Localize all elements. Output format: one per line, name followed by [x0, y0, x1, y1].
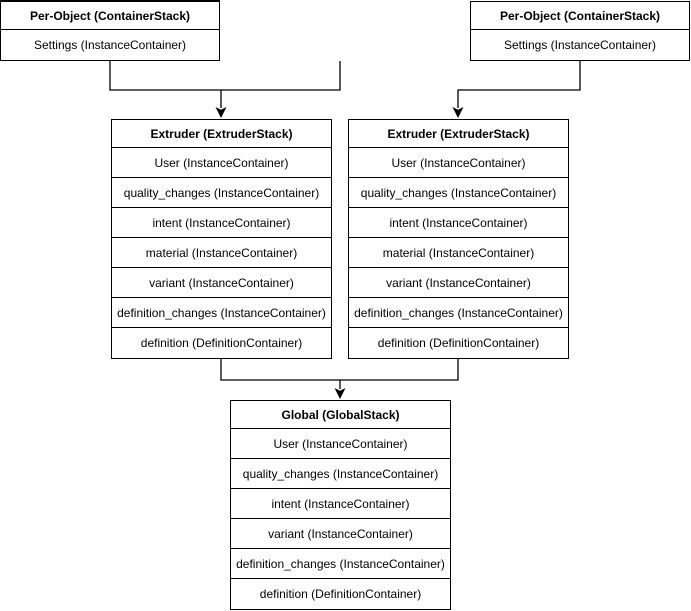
container-row: definition (DefinitionContainer) [259, 587, 422, 601]
container-row: intent (InstanceContainer) [112, 208, 331, 238]
container-row: intent (InstanceContainer) [231, 489, 450, 519]
container-row: quality_changes (InstanceContainer) [112, 178, 331, 208]
container-row: quality_changes (InstanceContainer) [231, 459, 450, 489]
container-row: User (InstanceContainer) [112, 148, 331, 178]
arrowhead-down-icon [452, 107, 464, 118]
container-row: User (InstanceContainer) [231, 429, 450, 459]
connector-extruder2-to-global [340, 359, 459, 381]
container-row: quality_changes (InstanceContainer) [349, 178, 568, 208]
container-row: variant (InstanceContainer) [231, 519, 450, 549]
connector-perobject2-to-extruder1 [221, 61, 341, 91]
stack-title: Extruder (ExtruderStack) [112, 120, 331, 148]
per-object-stack-3: Per-Object (ContainerStack) Settings (In… [470, 1, 690, 61]
global-stack: Global (GlobalStack) User (InstanceConta… [230, 400, 451, 610]
arrowhead-down-icon [334, 388, 346, 399]
stack-title: Per-Object (ContainerStack) [471, 2, 689, 30]
arrowhead-down-icon [215, 107, 227, 118]
container-row: User (InstanceContainer) [349, 148, 568, 178]
container-row: variant (InstanceContainer) [349, 268, 568, 298]
connector-perobject1-to-extruder1 [109, 61, 222, 108]
stack-title: Global (GlobalStack) [231, 401, 450, 429]
container-row: intent (InstanceContainer) [349, 208, 568, 238]
extruder-stack-2: Extruder (ExtruderStack) User (InstanceC… [348, 119, 569, 359]
container-row: variant (InstanceContainer) [112, 268, 331, 298]
container-row: material (InstanceContainer) [349, 238, 568, 268]
container-row: definition_changes (InstanceContainer) [349, 298, 568, 328]
per-object-stack-2: Per-Object (ContainerStack) Settings (In… [0, 1, 220, 61]
extruder-stack-1: Extruder (ExtruderStack) User (InstanceC… [111, 119, 332, 359]
container-row: Settings (InstanceContainer) [503, 38, 657, 52]
container-row: material (InstanceContainer) [112, 238, 331, 268]
connector-perobject3-to-extruder2 [457, 61, 581, 108]
stack-title: Extruder (ExtruderStack) [349, 120, 568, 148]
container-row: definition_changes (InstanceContainer) [112, 298, 331, 328]
container-row: definition (DefinitionContainer) [377, 336, 540, 350]
stack-title: Per-Object (ContainerStack) [1, 2, 219, 30]
connector-extruder1-to-global [220, 359, 341, 389]
container-row: definition_changes (InstanceContainer) [231, 549, 450, 579]
container-row: definition (DefinitionContainer) [140, 336, 303, 350]
container-row: Settings (InstanceContainer) [33, 38, 187, 52]
